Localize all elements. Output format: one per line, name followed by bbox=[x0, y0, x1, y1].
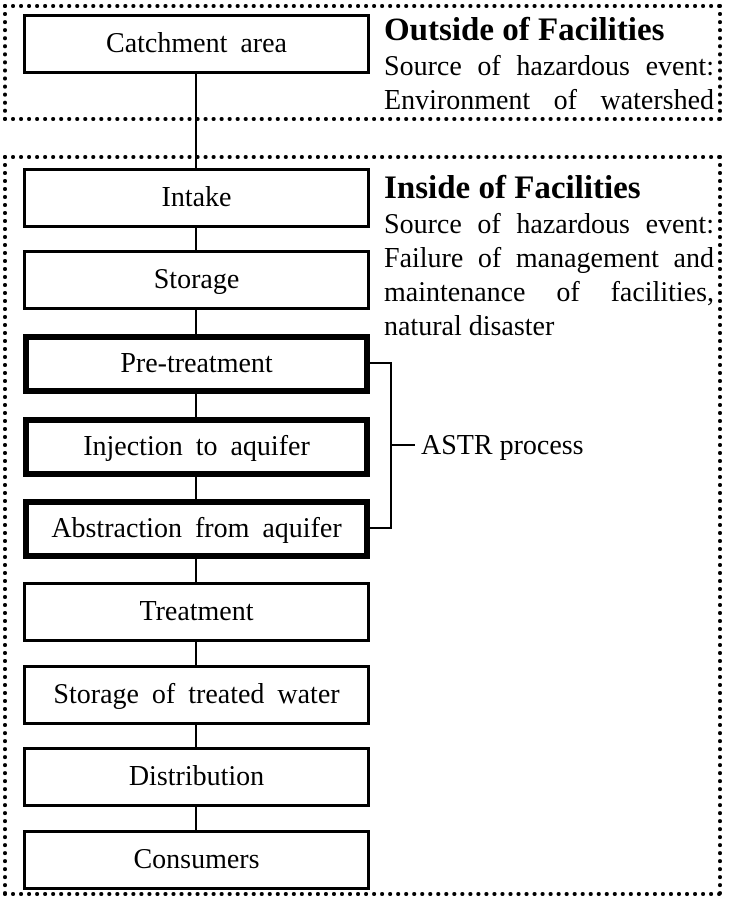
outside-region-title: Outside of Facilities bbox=[384, 12, 665, 48]
astr-bracket-bottom-stub bbox=[368, 527, 392, 529]
flow-box-label: Storage of treated water bbox=[53, 679, 340, 710]
flow-box-pre-treatment: Pre-treatment bbox=[23, 334, 370, 394]
inside-region-subtitle-line: Source of hazardous event: bbox=[384, 209, 714, 240]
flow-box-label: Intake bbox=[161, 182, 232, 213]
connector-storage-pretreatment bbox=[195, 308, 197, 336]
connector-catchment-intake bbox=[195, 72, 197, 170]
flow-box-label: Catchment area bbox=[106, 28, 287, 59]
flow-box-label: Treatment bbox=[139, 596, 254, 627]
inside-region-subtitle-line: maintenance of facilities, bbox=[384, 277, 714, 308]
inside-facilities-region bbox=[3, 155, 722, 896]
connector-abstraction-treatment bbox=[195, 557, 197, 584]
flow-box-label: Distribution bbox=[128, 761, 265, 792]
connector-storagetreated-distribution bbox=[195, 723, 197, 749]
connector-injection-abstraction bbox=[195, 475, 197, 501]
flow-box-intake: Intake bbox=[23, 168, 370, 228]
astr-process-label: ASTR process bbox=[421, 430, 584, 461]
connector-distribution-consumers bbox=[195, 805, 197, 832]
flow-box-treatment: Treatment bbox=[23, 582, 370, 642]
flow-box-abstraction-from-aquifer: Abstraction from aquifer bbox=[23, 499, 370, 559]
inside-region-subtitle-line: Failure of management and bbox=[384, 243, 714, 274]
flow-box-storage: Storage bbox=[23, 250, 370, 310]
flow-box-storage-of-treated-water: Storage of treated water bbox=[23, 665, 370, 725]
outside-region-subtitle-line: Source of hazardous event: bbox=[384, 51, 714, 82]
flow-box-catchment-area: Catchment area bbox=[23, 14, 370, 74]
flow-box-label: Injection to aquifer bbox=[83, 431, 310, 462]
connector-treatment-storagetreated bbox=[195, 640, 197, 667]
inside-region-text: Inside of Facilities Source of hazardous… bbox=[384, 168, 714, 344]
inside-region-title: Inside of Facilities bbox=[384, 170, 641, 206]
flow-box-label: Storage bbox=[153, 264, 240, 295]
flow-box-distribution: Distribution bbox=[23, 747, 370, 807]
flow-box-label: Pre-treatment bbox=[120, 348, 273, 379]
outside-region-subtitle-line: Environment of watershed bbox=[384, 85, 714, 116]
flow-box-injection-to-aquifer: Injection to aquifer bbox=[23, 417, 370, 477]
flow-box-label: Consumers bbox=[133, 844, 260, 875]
outside-region-text: Outside of Facilities Source of hazardou… bbox=[384, 10, 714, 118]
astr-bracket-top-stub bbox=[368, 362, 392, 364]
inside-region-subtitle-line: natural disaster bbox=[384, 311, 555, 342]
outside-facilities-region bbox=[3, 4, 722, 121]
astr-bracket-mid-tick bbox=[390, 444, 415, 446]
flow-box-label: Abstraction from aquifer bbox=[51, 513, 342, 544]
flow-box-consumers: Consumers bbox=[23, 830, 370, 890]
connector-pretreatment-injection bbox=[195, 392, 197, 419]
connector-intake-storage bbox=[195, 226, 197, 252]
